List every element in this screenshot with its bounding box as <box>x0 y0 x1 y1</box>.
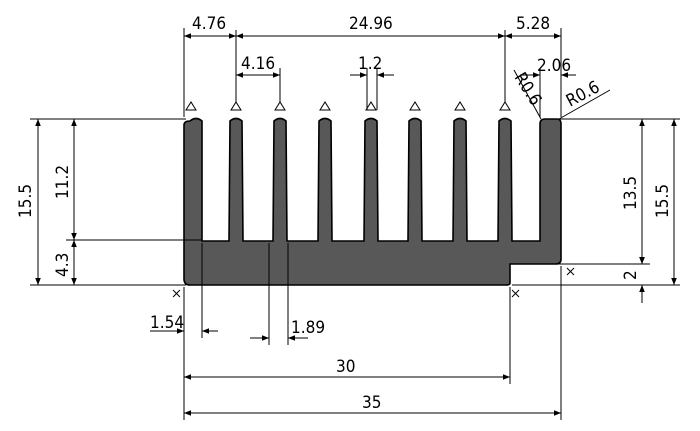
dim-overall-height-right: 15.5 <box>653 184 673 218</box>
fin-tip-marker <box>365 101 377 111</box>
datum-marks <box>172 267 575 298</box>
dim-step-height: 2 <box>621 270 641 280</box>
dim-fin-root-width: 1.89 <box>291 318 325 338</box>
top-dimensions: 4.76 24.96 5.28 4.16 1.2 2.06 R0.6 R0.6 <box>183 14 611 120</box>
heat-sink-profile <box>183 117 562 286</box>
dim-radius-right: R0.6 <box>563 77 603 111</box>
left-dimensions: 15.5 11.2 4.3 <box>16 118 202 286</box>
bottom-dimensions: 1.54 1.89 30 35 <box>150 243 562 420</box>
dim-fin-pitch: 4.16 <box>241 54 275 74</box>
dim-top-left-offset: 4.76 <box>192 14 226 34</box>
dim-fin-height: 11.2 <box>53 165 73 199</box>
dim-base-length: 30 <box>336 357 355 377</box>
fin-tip-marker <box>230 101 242 111</box>
right-dimensions: 13.5 15.5 2 <box>512 118 680 303</box>
dim-base-height: 4.3 <box>53 253 73 277</box>
dim-right-height-inner: 13.5 <box>621 176 641 210</box>
dim-overall-height-left: 15.5 <box>16 184 36 218</box>
fin-tip-markers <box>185 101 511 111</box>
dim-overall-width: 35 <box>362 393 381 413</box>
datum-mark-left <box>172 289 181 298</box>
fin-tip-marker <box>454 101 466 111</box>
dim-fin-span: 24.96 <box>349 14 393 34</box>
dim-step-width: 2.06 <box>537 56 571 76</box>
dim-fin-base-gap: 1.54 <box>150 313 184 333</box>
dim-fin-tip-width: 1.2 <box>358 54 382 74</box>
datum-mark-center <box>511 289 520 298</box>
datum-mark-right <box>566 267 575 276</box>
fin-tip-marker <box>274 101 286 111</box>
fin-center-lines <box>235 30 506 110</box>
fin-tip-marker <box>319 101 331 111</box>
fin-tip-marker-left <box>185 101 197 111</box>
fin-tip-marker <box>409 101 421 111</box>
fin-tip-marker <box>499 101 511 111</box>
dim-top-right-offset: 5.28 <box>516 14 550 34</box>
